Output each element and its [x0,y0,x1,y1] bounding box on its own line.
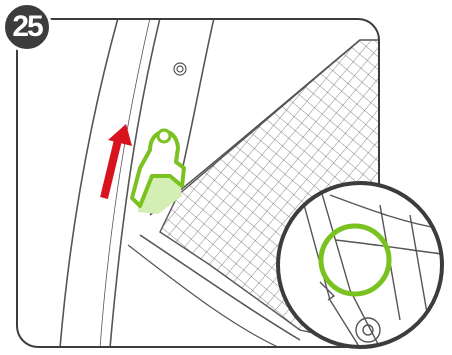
step-number-badge: 25 [2,2,52,52]
zoom-detail-icon [278,180,450,348]
